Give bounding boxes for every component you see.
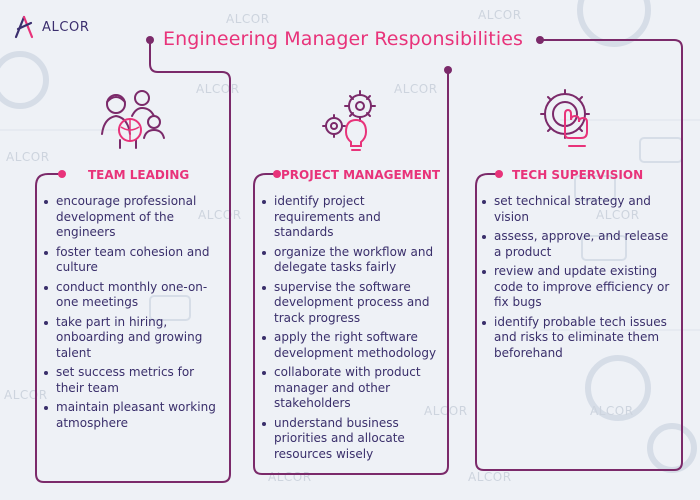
list-item: review and update existing code to impro…	[480, 264, 672, 311]
page-title: Engineering Manager Responsibilities	[163, 28, 524, 50]
list-item: organize the workflow and delegate tasks…	[260, 245, 438, 276]
watermark: ALCOR	[424, 404, 468, 418]
list-item: take part in hiring, onboarding and grow…	[42, 315, 218, 362]
column-title-team-leading: TEAM LEADING	[88, 168, 190, 182]
watermark: ALCOR	[6, 150, 50, 164]
brand-logo: ALCOR	[12, 14, 89, 40]
list-item: foster team cohesion and culture	[42, 245, 218, 276]
list-item: understand business priorities and alloc…	[260, 416, 438, 463]
list-item: assess, approve, and release a product	[480, 229, 672, 260]
tech-supervision-list: set technical strategy and vision assess…	[480, 194, 672, 365]
column-title-tech-supervision: TECH SUPERVISION	[512, 168, 644, 182]
brand-name: ALCOR	[42, 19, 90, 35]
gears-lightbulb-icon	[322, 90, 376, 151]
list-item: maintain pleasant working atmosphere	[42, 400, 218, 431]
watermark: ALCOR	[468, 470, 512, 484]
list-item: set success metrics for their team	[42, 365, 218, 396]
list-item: supervise the software development proce…	[260, 280, 438, 327]
column-title-project-management: PROJECT MANAGEMENT	[281, 168, 441, 182]
list-item: apply the right software development met…	[260, 330, 438, 361]
watermark: ALCOR	[596, 208, 640, 222]
list-item: encourage professional development of th…	[42, 194, 218, 241]
list-item: collaborate with product manager and oth…	[260, 365, 438, 412]
list-item: identify project requirements and standa…	[260, 194, 438, 241]
project-management-list: identify project requirements and standa…	[260, 194, 438, 466]
alcor-logo-icon	[14, 15, 34, 39]
watermark: ALCOR	[226, 12, 270, 26]
list-item: conduct monthly one-on-one meetings	[42, 280, 218, 311]
watermark: ALCOR	[196, 82, 240, 96]
watermark: ALCOR	[590, 404, 634, 418]
list-item: set technical strategy and vision	[480, 194, 672, 225]
team-people-icon	[101, 90, 165, 149]
list-item: identify probable tech issues and risks …	[480, 315, 672, 362]
watermark: ALCOR	[478, 8, 522, 22]
watermark: ALCOR	[394, 82, 438, 96]
team-leading-list: encourage professional development of th…	[42, 194, 218, 435]
touch-gear-icon	[540, 89, 590, 147]
